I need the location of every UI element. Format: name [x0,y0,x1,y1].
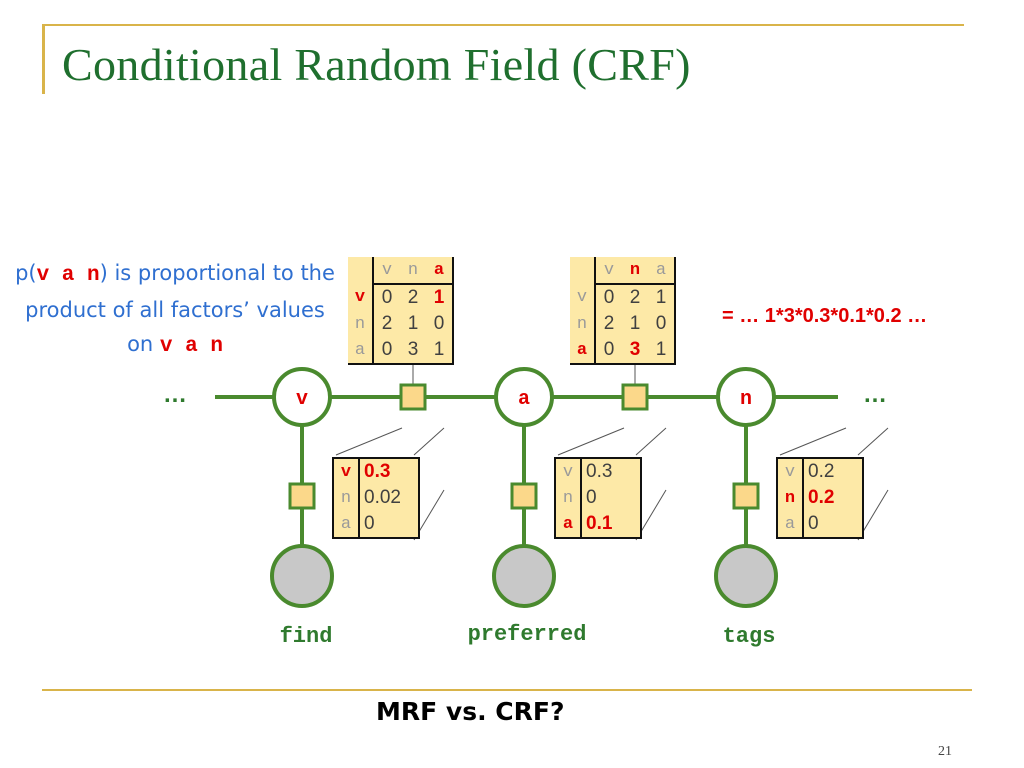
description-mid: ) is proportional to the product of all … [25,261,335,356]
table-cell: 3 [407,339,419,360]
col-header: a [648,257,676,285]
row-header: a [570,337,596,364]
binary-factor-table-an: v n a v 0 2 1 n 2 1 0 a 0 3 1 [570,257,676,365]
table-cell: 0 [381,287,393,308]
row-header: v [333,458,360,485]
table-cell: 1 [648,337,676,364]
question-text: MRF vs. CRF? [376,697,565,726]
word-tags: tags [723,624,776,649]
page-number: 21 [938,744,952,759]
description-vars-1: v a n [36,264,100,287]
table-cell: 0 [648,311,676,337]
row-header: a [333,511,360,538]
col-header: n [622,257,648,285]
table-cell: 1 [407,313,419,334]
table-cell: 0 [381,339,393,360]
col-header: v [595,257,622,285]
slide-title: Conditional Random Field (CRF) [62,39,691,90]
row-header: n [333,485,360,511]
table-cell: 3 [629,339,641,360]
table-cell: 1 [648,284,676,311]
factor-a-preferred [510,482,538,510]
node-v [272,367,332,427]
table-cell: 1 [426,337,454,364]
row-header: n [777,485,804,511]
col-header: a [426,257,454,285]
col-header: v [373,257,400,285]
table-cell: 0 [586,487,597,508]
table-cell: 2 [381,313,393,334]
row-header: n [570,311,596,337]
row-header: a [555,511,582,538]
table-cell: 1 [629,313,641,334]
row-header: v [777,458,804,485]
factor-v-a [399,383,427,411]
factor-v-find [288,482,316,510]
factor-n-tags [732,482,760,510]
description-text: p(v a n) is proportional to the product … [10,256,340,364]
table-cell: 0 [603,339,615,360]
col-header: n [400,257,426,285]
table-cell: 0.2 [808,461,835,482]
corner-cell [348,257,374,284]
binary-factor-table-va: v n a v 0 2 1 n 2 1 0 a 0 3 1 [348,257,454,365]
ellipsis-right: … [863,381,887,408]
table-cell: 0 [426,311,454,337]
description-pre: p( [15,261,37,285]
ellipsis-left: … [163,381,187,408]
word-find: find [280,624,333,649]
footer-rule [42,689,972,691]
title-frame-top-rule [42,24,964,26]
table-cell: 2 [629,287,641,308]
factor-a-n [621,383,649,411]
title-frame-left-rule [42,24,45,94]
row-header: a [777,511,804,538]
node-label-n: n [740,388,752,411]
observed-node-preferred [492,544,556,608]
table-cell: 2 [407,287,419,308]
node-n [716,367,776,427]
table-connectors [335,364,889,541]
table-cell: 0.2 [808,487,835,508]
table-cell: 0 [364,513,375,534]
table-cell: 1 [426,284,454,311]
node-a [494,367,554,427]
row-header: v [348,284,374,311]
table-cell: 0 [808,513,819,534]
table-cell: 2 [603,313,615,334]
description-vars-2: v a n [159,335,223,358]
product-equation: = … 1*3*0.3*0.1*0.2 … [722,305,928,327]
table-cell: 0 [603,287,615,308]
observed-node-find [270,544,334,608]
corner-cell [570,257,596,284]
node-label-a: a [518,388,530,411]
row-header: n [555,485,582,511]
word-preferred: preferred [468,622,587,647]
row-header: v [555,458,582,485]
table-cell: 0.02 [364,487,401,508]
row-header: n [348,311,374,337]
row-header: v [570,284,596,311]
observed-node-tags [714,544,778,608]
table-cell: 0.3 [364,461,391,482]
node-label-v: v [296,388,308,411]
table-cell: 0.1 [586,513,613,534]
table-cell: 0.3 [586,461,613,482]
row-header: a [348,337,374,364]
